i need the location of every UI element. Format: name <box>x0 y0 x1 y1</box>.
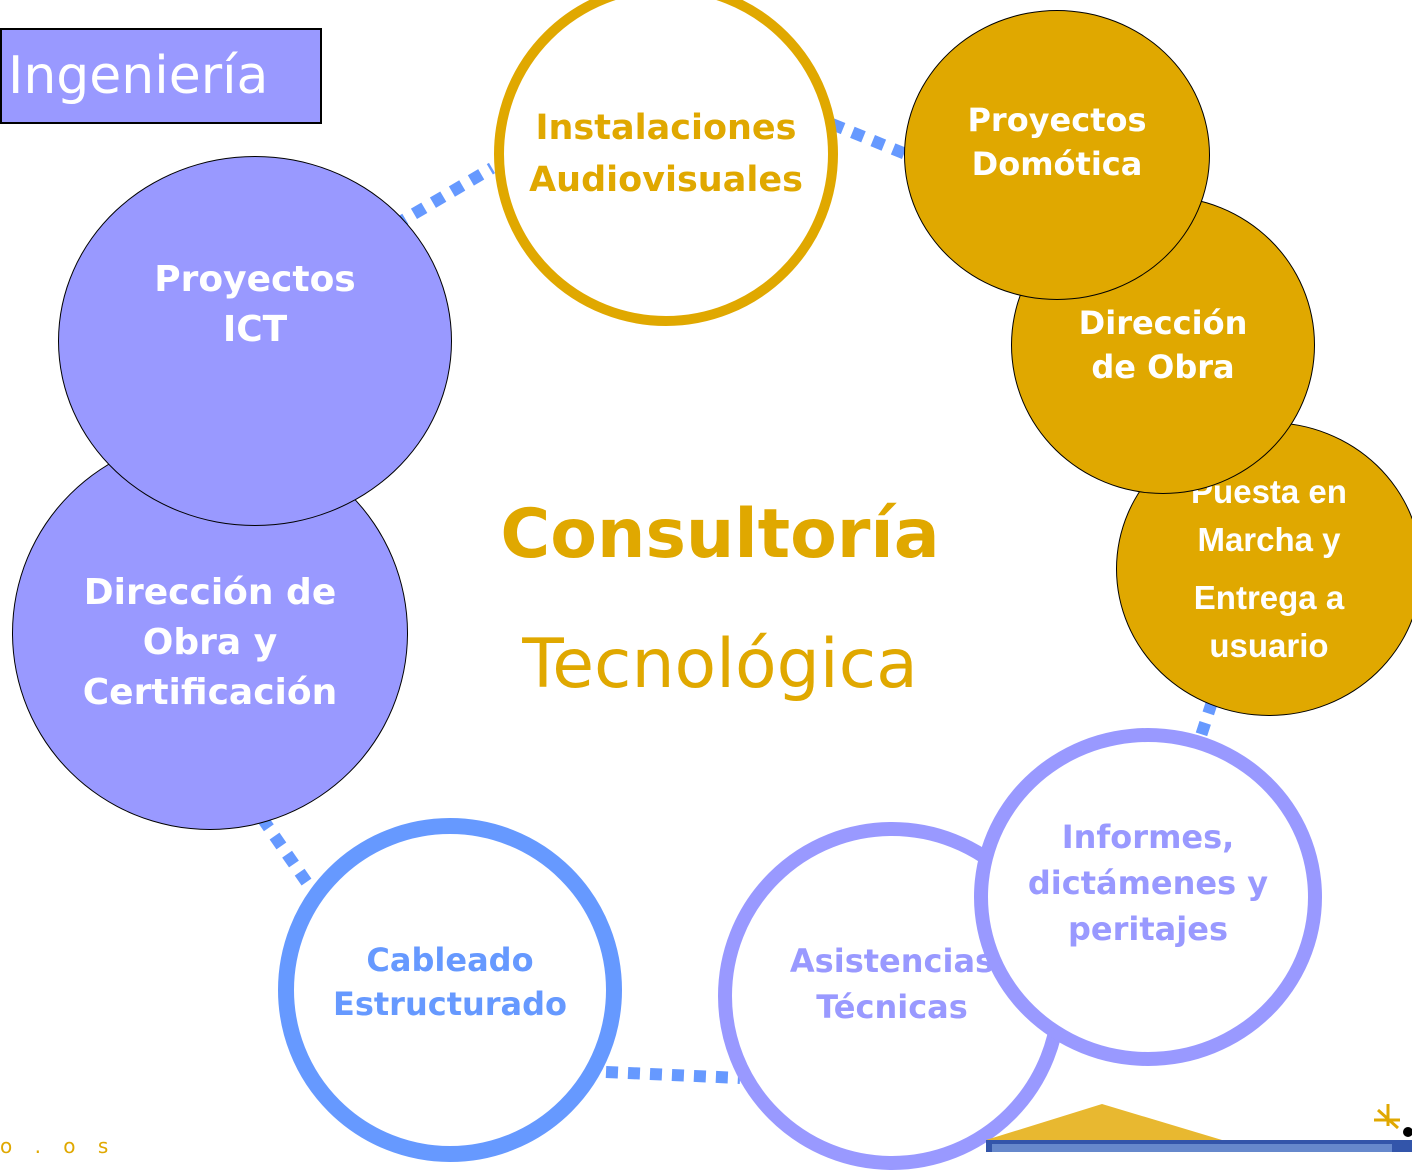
node-proyectos-ict: Proyectos ICT <box>58 156 452 526</box>
node-label-line: dictámenes y <box>1027 864 1269 902</box>
node-instalaciones-audiovisuales: Instalaciones Audiovisuales <box>494 0 838 326</box>
node-label-line: Domótica <box>971 145 1143 183</box>
node-label-line: usuario <box>1209 627 1329 664</box>
node-label-line: Cableado <box>366 941 534 979</box>
connector-puesta-informes <box>1192 700 1218 747</box>
node-informes-dictamenes: Informes, dictámenes y peritajes <box>974 728 1322 1066</box>
node-label-line: Dirección <box>1078 304 1248 342</box>
node-label-line: Asistencias <box>789 942 995 980</box>
node-label-line: Técnicas <box>816 988 968 1026</box>
connector-certificacion-cableado <box>257 814 317 894</box>
connector-cableado-asistencias <box>605 1066 741 1084</box>
connector-instalaciones-domotica <box>829 118 911 161</box>
node-label-line: Proyectos <box>967 101 1147 139</box>
node-label-line: Audiovisuales <box>529 160 803 200</box>
node-label-line: peritajes <box>1068 910 1228 948</box>
node-label-line: Dirección de <box>83 572 337 613</box>
node-cableado-estructurado: Cableado Estructurado <box>278 818 622 1162</box>
footer-text: o . o s <box>0 1134 117 1158</box>
node-label-line: Instalaciones <box>535 108 797 148</box>
node-label-line: Obra y <box>142 622 278 663</box>
node-label-line: Proyectos <box>154 259 356 300</box>
node-label-line: ICT <box>222 309 288 350</box>
node-proyectos-domotica: Proyectos Domótica <box>904 10 1210 300</box>
node-label-line: Informes, <box>1061 818 1235 856</box>
center-heading: Consultoría Tecnológica <box>470 470 970 730</box>
section-title: Ingeniería <box>0 28 322 124</box>
node-label-line: Certificación <box>82 672 338 713</box>
center-heading-line-2: Tecnológica <box>522 625 918 704</box>
center-heading-line-1: Consultoría <box>500 495 940 574</box>
node-label-line: de Obra <box>1091 348 1235 386</box>
company-logo <box>982 1098 1412 1152</box>
node-label-line: Entrega a <box>1193 579 1345 616</box>
node-label-line: Estructurado <box>332 985 568 1023</box>
connector-ict-instalaciones <box>391 162 496 231</box>
node-label-line: Marcha y <box>1197 521 1341 558</box>
